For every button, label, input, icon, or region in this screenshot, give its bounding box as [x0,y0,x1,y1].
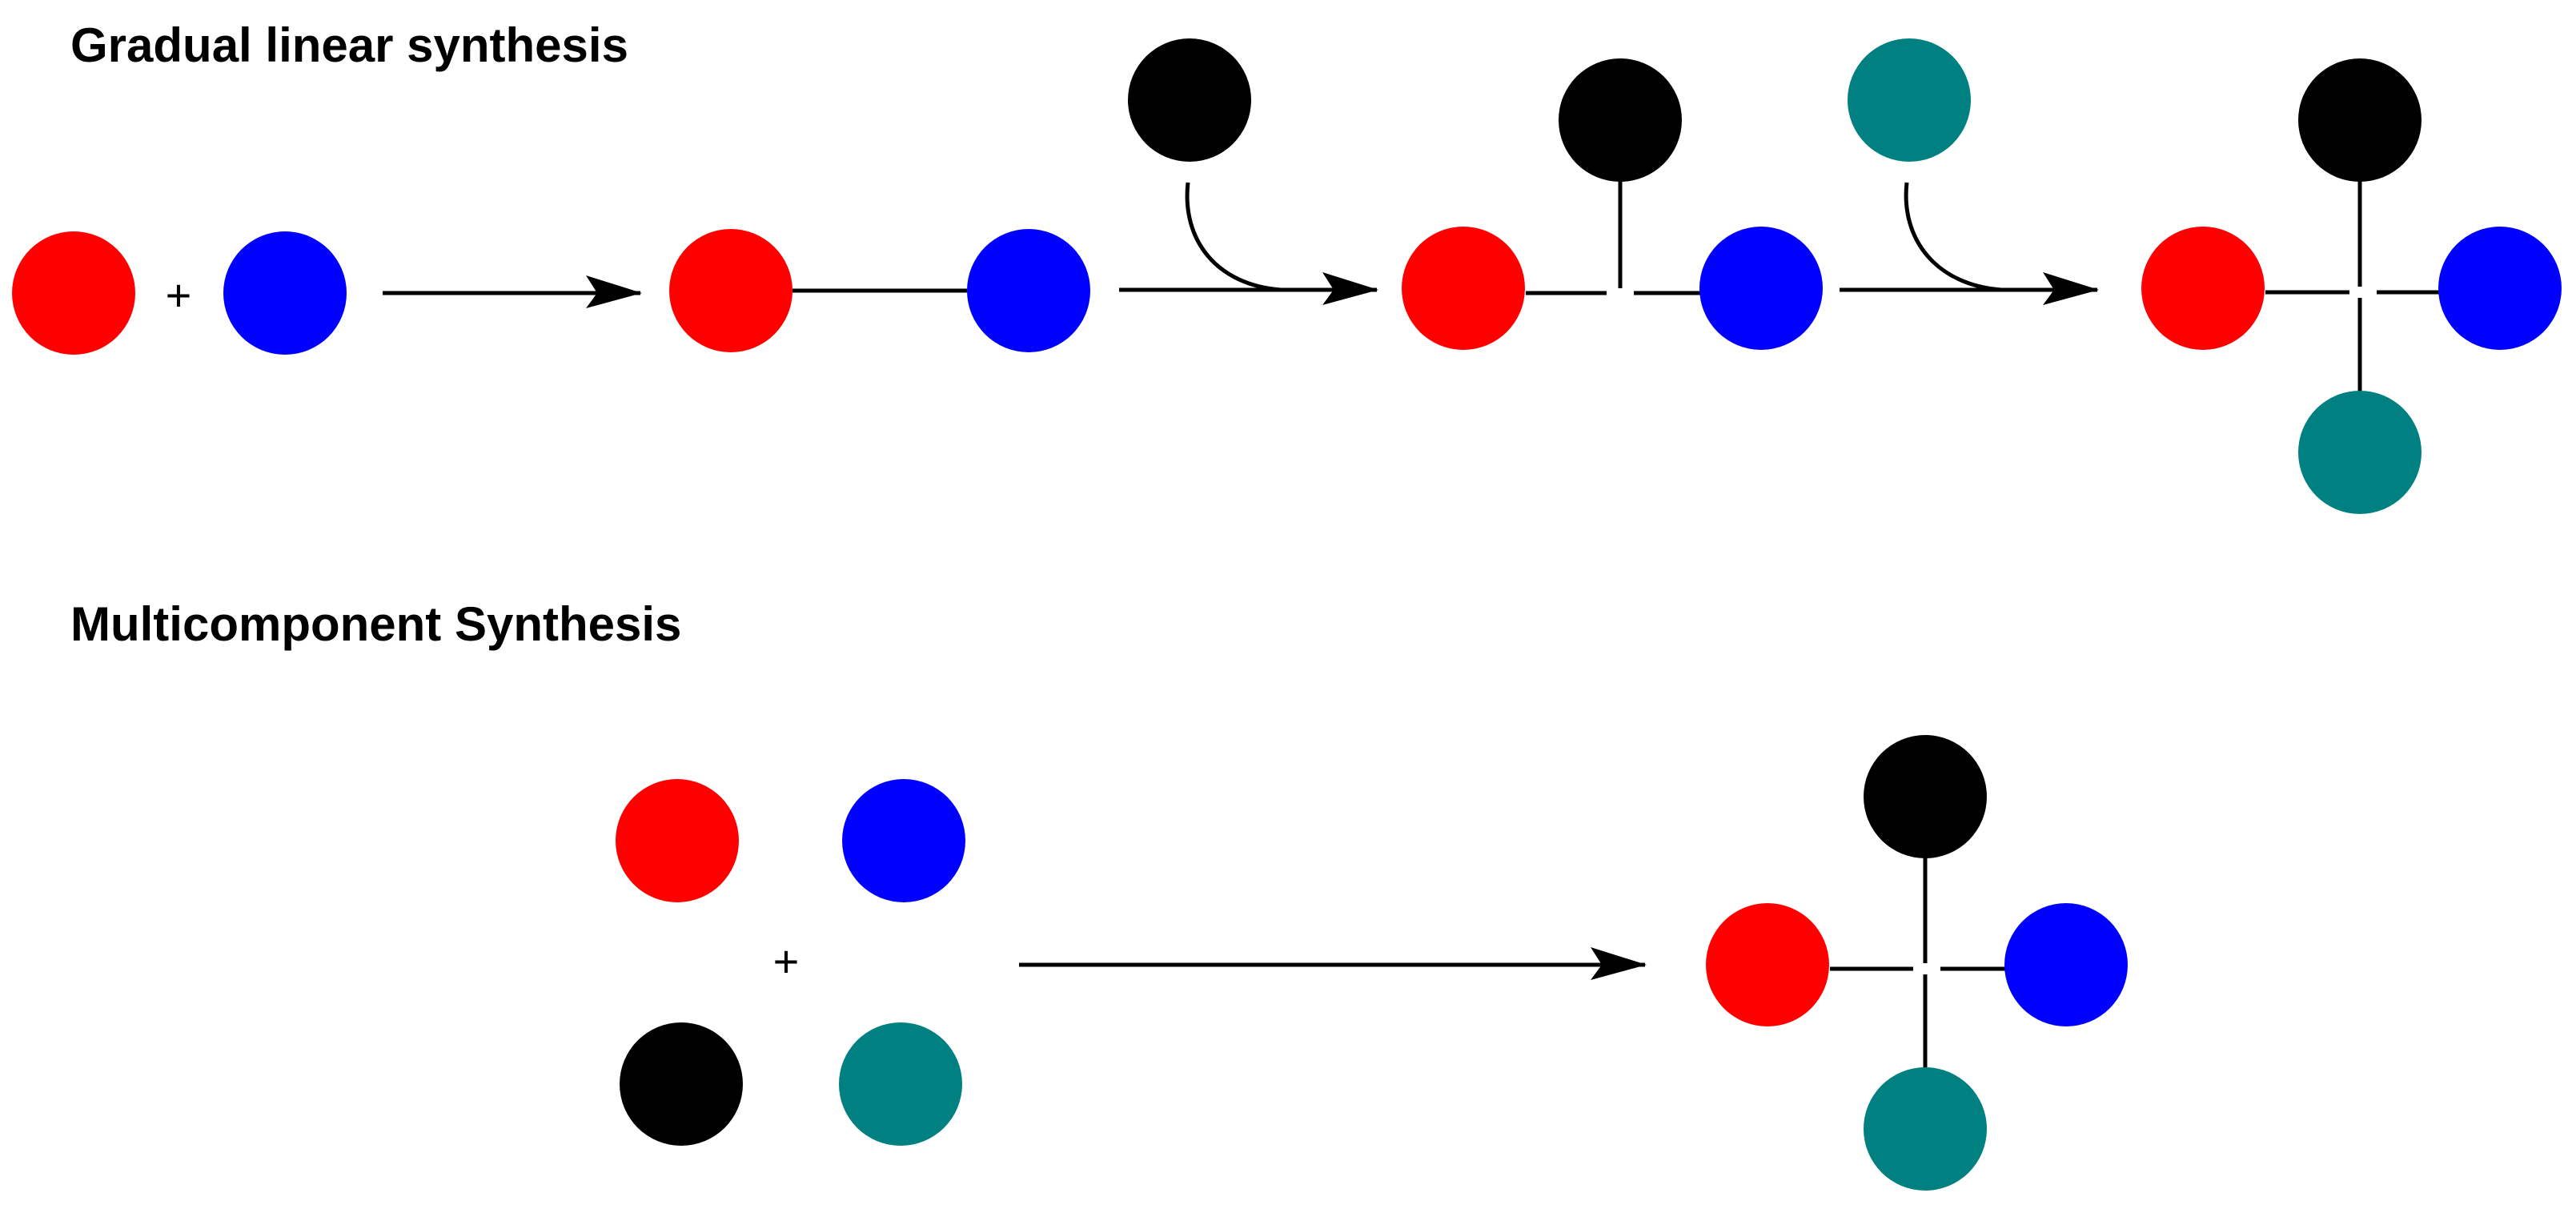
added-black-ball [1128,38,1251,162]
added-teal-ball [1848,38,1971,162]
red-ball [2141,227,2265,350]
multicomponent-synthesis-title: Multicomponent Synthesis [70,597,682,651]
black-ball [1864,735,1987,858]
blue-ball [2004,903,2128,1026]
blue-ball [967,229,1090,352]
reactant-blue-ball [223,231,347,355]
teal-ball [1864,1067,1987,1191]
black-ball [1559,58,1682,182]
red-ball [616,779,739,902]
linear-synthesis-title: Gradual linear synthesis [70,18,628,72]
blue-ball [2438,227,2562,350]
blue-ball [842,779,965,902]
red-ball [669,229,792,352]
teal-ball [839,1022,962,1146]
final-product-multicomponent [1706,735,2128,1191]
reaction-arrow-multicomponent [1019,947,1647,980]
red-ball [1402,227,1525,350]
teal-ball [2298,391,2422,514]
red-ball [1706,903,1829,1026]
multicomponent-reactants: + [616,779,965,1146]
black-ball [2298,58,2422,182]
plus-sign-2: + [773,936,800,986]
final-product-linear [2141,58,2562,514]
reactant-red-ball [12,231,135,355]
reaction-arrow-3 [1840,38,2099,305]
intermediate-product-2 [1402,58,1823,350]
reaction-arrow-2 [1119,38,1378,305]
plus-sign-1: + [166,270,192,320]
intermediate-product-1 [669,229,1090,352]
black-ball [620,1022,743,1146]
reaction-arrow-1 [383,275,642,308]
blue-ball [1699,227,1823,350]
